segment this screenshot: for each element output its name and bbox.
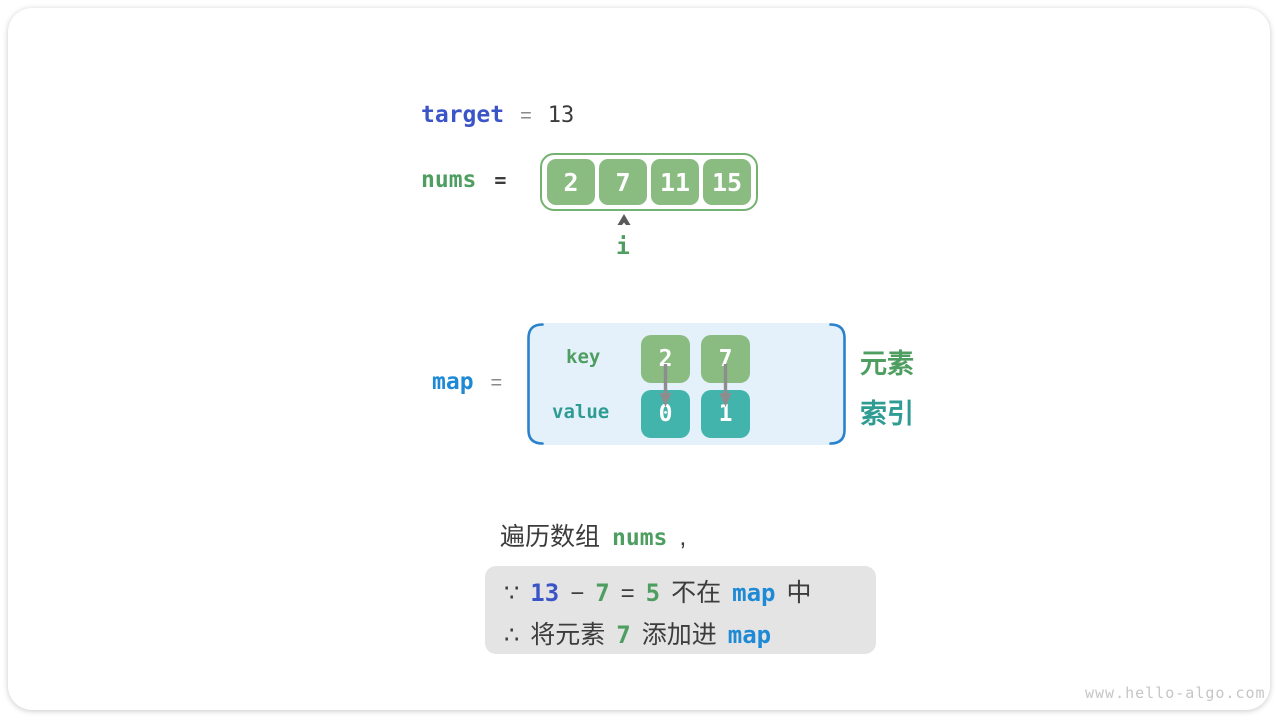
target-equals: =	[520, 105, 532, 127]
array-cell-2: 11	[651, 159, 699, 205]
index-side-label: 索引	[860, 399, 914, 429]
added-number: 7	[616, 621, 631, 649]
traverse-prefix: 遍历数组	[500, 523, 601, 551]
pointer-up-arrow-icon	[617, 214, 631, 225]
map-value-cell-1: 1	[701, 390, 750, 438]
nums-equals: =	[494, 168, 507, 192]
reason-line-2: ∴ 将元素 7 添加进 map	[504, 615, 876, 657]
map-code: map	[727, 621, 772, 649]
traverse-comma: ,	[679, 523, 687, 551]
map-container: key value 2 7 0 1	[527, 323, 846, 445]
map-var: map	[432, 369, 474, 395]
not-in-text: 不在	[671, 579, 722, 607]
in-text: 中	[786, 579, 812, 607]
nums-assignment: nums =	[421, 167, 506, 193]
map-value-label: value	[552, 401, 610, 423]
array-cell-3: 15	[703, 159, 751, 205]
pointer-label-i: i	[616, 234, 630, 260]
key-to-value-arrow-icon	[719, 364, 732, 407]
nums-array: 2 7 11 15	[540, 153, 758, 211]
traverse-sentence: 遍历数组 nums ,	[500, 517, 686, 553]
watermark: www.hello-algo.com	[1085, 684, 1266, 702]
minus-sign: −	[570, 580, 585, 607]
therefore-symbol: ∴	[504, 622, 520, 649]
difference-number: 5	[645, 579, 661, 607]
current-number: 7	[595, 579, 610, 607]
map-value-cell-0: 0	[641, 390, 690, 438]
key-to-value-arrow-icon	[659, 364, 672, 407]
target-number: 13	[530, 579, 560, 607]
diagram-card: target = 13 nums = 2 7 11 15 i map = key…	[8, 8, 1270, 710]
nums-var: nums	[421, 167, 477, 193]
because-symbol: ∵	[504, 580, 520, 607]
map-code: map	[732, 579, 776, 607]
reason-box: ∵ 13 − 7 = 5 不在 map 中 ∴ 将元素 7 添加进 map	[485, 566, 876, 654]
array-cell-1: 7	[599, 159, 647, 205]
map-equals: =	[490, 372, 503, 394]
target-value: 13	[547, 103, 575, 128]
add-into-text: 添加进	[641, 621, 717, 649]
add-element-text: 将元素	[530, 621, 606, 649]
map-key-label: key	[566, 346, 601, 368]
map-assignment: map =	[432, 369, 502, 395]
left-bracket-icon	[527, 323, 544, 445]
target-var: target	[421, 102, 505, 128]
target-assignment: target = 13	[421, 102, 574, 128]
right-bracket-icon	[829, 323, 846, 445]
array-cell-0: 2	[547, 159, 595, 205]
traverse-nums-code: nums	[612, 525, 668, 551]
reason-line-1: ∵ 13 − 7 = 5 不在 map 中	[504, 573, 876, 615]
equals-sign: =	[620, 580, 635, 607]
element-side-label: 元素	[860, 349, 914, 379]
